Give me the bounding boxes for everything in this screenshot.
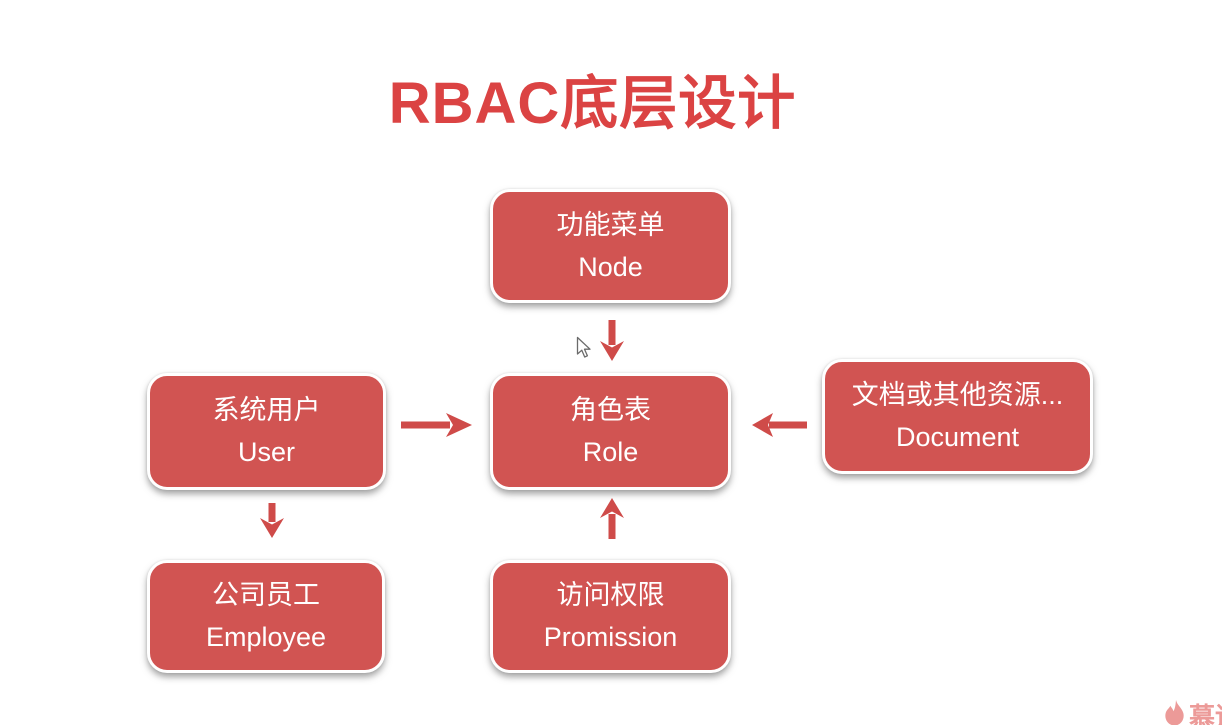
watermark-text: 慕课 bbox=[1189, 702, 1222, 725]
arrow-node-to-role-icon bbox=[600, 320, 624, 361]
arrow-user-to-role-icon bbox=[401, 413, 472, 437]
box-node-label-en: Node bbox=[578, 251, 643, 282]
arrow-document-to-role-icon bbox=[752, 413, 807, 437]
diagram-box-role: 角色表 Role bbox=[490, 373, 731, 490]
box-role-label-en: Role bbox=[582, 437, 639, 467]
box-promission-label-zh: 访问权限 bbox=[556, 580, 665, 610]
diagram-box-promission: 访问权限 Promission bbox=[490, 560, 731, 673]
box-node-label-zh: 功能菜单 bbox=[556, 209, 665, 240]
arrow-user-to-employee-icon bbox=[260, 503, 284, 538]
diagram-box-node: 功能菜单 Node bbox=[490, 189, 731, 303]
box-user-label-en: User bbox=[237, 437, 295, 467]
box-user-label-zh: 系统用户 bbox=[212, 395, 321, 425]
box-role-label-zh: 角色表 bbox=[570, 395, 651, 425]
diagram-box-user: 系统用户 User bbox=[147, 373, 386, 490]
arrow-promission-to-role-icon bbox=[600, 498, 624, 539]
watermark: 慕课 bbox=[1164, 697, 1222, 725]
flame-icon bbox=[1165, 700, 1184, 725]
diagram-box-document: 文档或其他资源... Document bbox=[822, 359, 1093, 474]
box-document-label-zh: 文档或其他资源... bbox=[851, 380, 1064, 410]
mouse-cursor-icon bbox=[576, 336, 591, 358]
box-document-label-en: Document bbox=[895, 422, 1020, 452]
page-title: RBAC底层设计 bbox=[388, 71, 797, 136]
box-employee-label-en: Employee bbox=[205, 622, 327, 652]
box-employee-label-zh: 公司员工 bbox=[212, 580, 320, 610]
box-promission-label-en: Promission bbox=[543, 622, 678, 652]
diagram-box-employee: 公司员工 Employee bbox=[147, 560, 385, 673]
